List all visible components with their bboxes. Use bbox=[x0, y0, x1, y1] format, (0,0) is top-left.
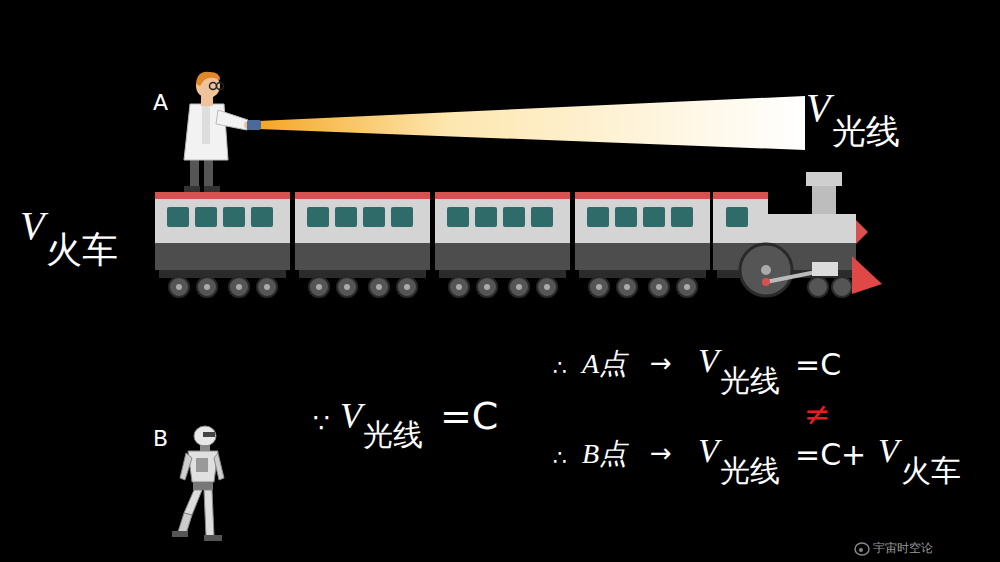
velocity-symbol: V bbox=[340, 398, 362, 434]
formula-text: A点 bbox=[582, 350, 627, 378]
velocity-subscript: 光线 bbox=[720, 456, 780, 486]
math-symbol: ∴ bbox=[553, 357, 567, 379]
velocity-subscript: 火车 bbox=[901, 456, 961, 486]
velocity-subscript: 光线 bbox=[363, 420, 423, 450]
velocity-subscript: 光线 bbox=[720, 366, 780, 396]
velocity-symbol: V bbox=[878, 434, 899, 468]
formula-text: =C bbox=[795, 350, 841, 380]
point-label: A bbox=[153, 92, 168, 114]
velocity-symbol: V bbox=[20, 206, 44, 246]
scientist-figure bbox=[184, 72, 261, 192]
robot-figure bbox=[172, 426, 224, 541]
formula-text: B点 bbox=[582, 440, 627, 468]
velocity-subscript: 火车 bbox=[46, 232, 118, 268]
velocity-subscript: 光线 bbox=[832, 114, 900, 148]
light-beam bbox=[258, 96, 805, 150]
math-symbol: ∵ bbox=[313, 410, 330, 436]
train-car bbox=[435, 192, 570, 297]
point-label: B bbox=[153, 428, 168, 450]
watermark-icon bbox=[855, 543, 869, 555]
watermark: 宇宙时空论 bbox=[873, 542, 933, 554]
locomotive bbox=[713, 172, 882, 297]
arrow-symbol: → bbox=[650, 350, 672, 376]
formula-text: =C+ bbox=[795, 440, 866, 470]
not-equal-sign: ≠ bbox=[804, 398, 831, 430]
train-car bbox=[155, 192, 290, 297]
arrow-symbol: → bbox=[650, 440, 672, 466]
train-car bbox=[575, 192, 710, 297]
train-car bbox=[295, 192, 430, 297]
velocity-symbol: V bbox=[698, 344, 719, 378]
math-symbol: ∴ bbox=[553, 447, 567, 469]
formula-text: =C bbox=[440, 397, 498, 435]
velocity-symbol: V bbox=[806, 88, 830, 128]
velocity-symbol: V bbox=[698, 434, 719, 468]
